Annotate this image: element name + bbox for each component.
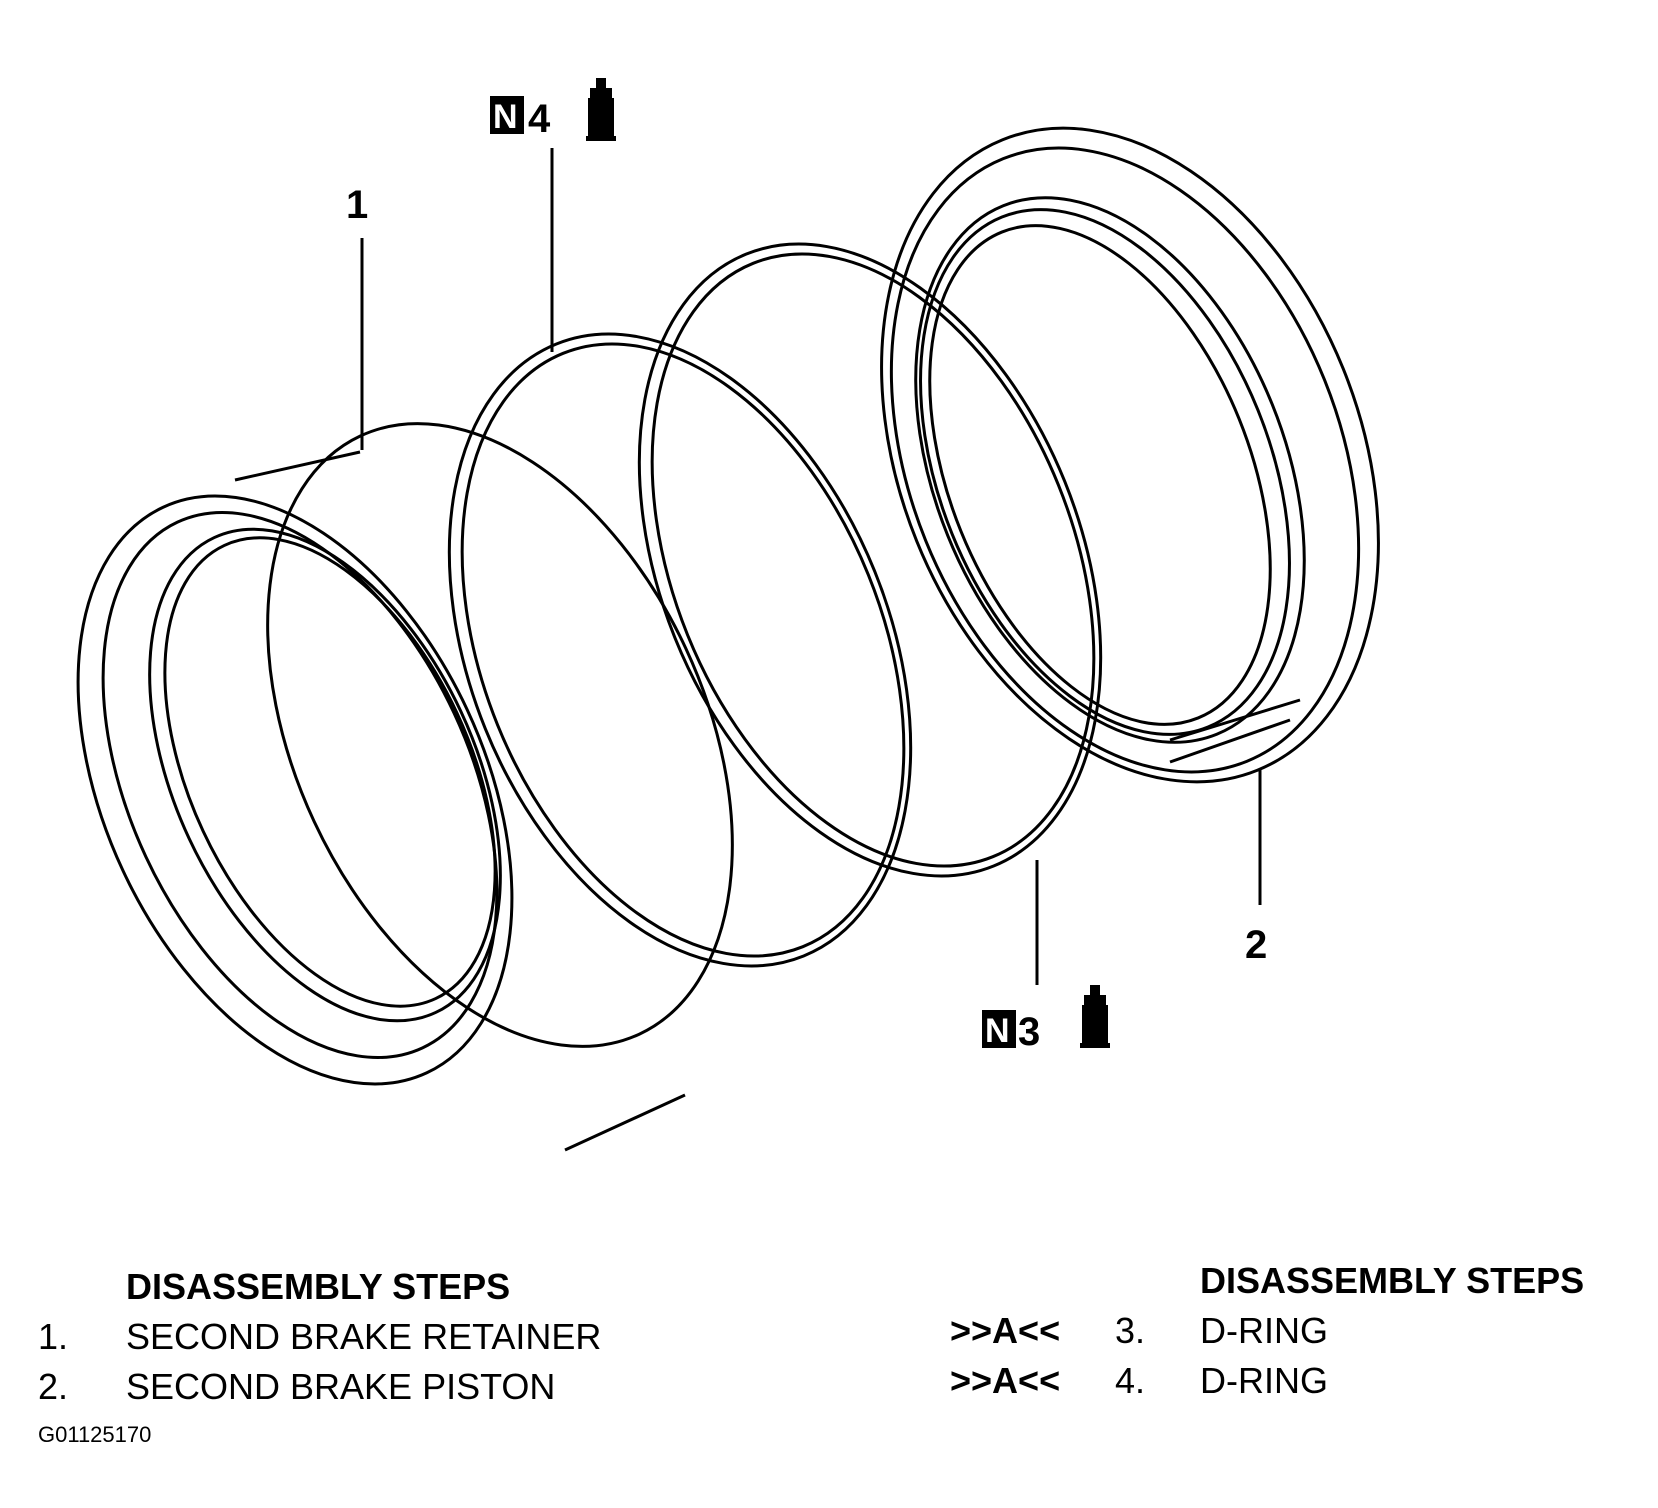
second-brake-piston [880, 126, 1380, 784]
procedure-code: >>A<< [950, 1310, 1061, 1351]
lubricant-can-icon [1080, 985, 1110, 1048]
n-box-icon [982, 1010, 1016, 1048]
callout-n3: N 3 [982, 985, 1110, 1054]
legend-item-text: SECOND BRAKE PISTON [126, 1366, 556, 1407]
svg-text:4: 4 [528, 97, 551, 141]
legend-item-number: 1. [38, 1316, 69, 1357]
lubricant-can-icon [586, 78, 616, 141]
legend-item-text: SECOND BRAKE RETAINER [126, 1316, 602, 1357]
legend-item-number: 2. [38, 1366, 69, 1407]
callout-n4: N 4 [490, 78, 616, 141]
legend-item: >>A<< 3. D-RING [950, 1306, 1640, 1356]
svg-text:3: 3 [1018, 1010, 1040, 1054]
callout-2: 2 [1245, 923, 1267, 967]
procedure-code: >>A<< [950, 1360, 1061, 1401]
legend-item: >>A<< 4. D-RING [950, 1356, 1640, 1406]
figure-id: G01125170 [38, 1422, 152, 1447]
d-ring-4 [447, 332, 913, 968]
legend-right: DISASSEMBLY STEPS >>A<< 3. D-RING >>A<< … [950, 1256, 1640, 1406]
svg-text:N: N [985, 1012, 1010, 1050]
legend-item-number: 3. [1115, 1310, 1146, 1351]
callout-1: 1 [346, 183, 368, 227]
legend-left-heading: DISASSEMBLY STEPS [126, 1266, 511, 1307]
second-brake-retainer [76, 422, 734, 1152]
legend-item: 2. SECOND BRAKE PISTON [38, 1362, 738, 1412]
legend-right-heading: DISASSEMBLY STEPS [1200, 1260, 1585, 1301]
legend-left: DISASSEMBLY STEPS 1. SECOND BRAKE RETAIN… [38, 1262, 738, 1412]
legend-item-text: D-RING [1200, 1310, 1328, 1351]
legend-item-text: D-RING [1200, 1360, 1328, 1401]
legend-item: 1. SECOND BRAKE RETAINER [38, 1312, 738, 1362]
svg-text:N: N [493, 98, 518, 136]
d-ring-3 [637, 242, 1103, 878]
n-box-icon [490, 96, 524, 134]
legend-item-number: 4. [1115, 1360, 1146, 1401]
exploded-view-diagram: 1 N 4 N 3 2 [76, 78, 1380, 1152]
